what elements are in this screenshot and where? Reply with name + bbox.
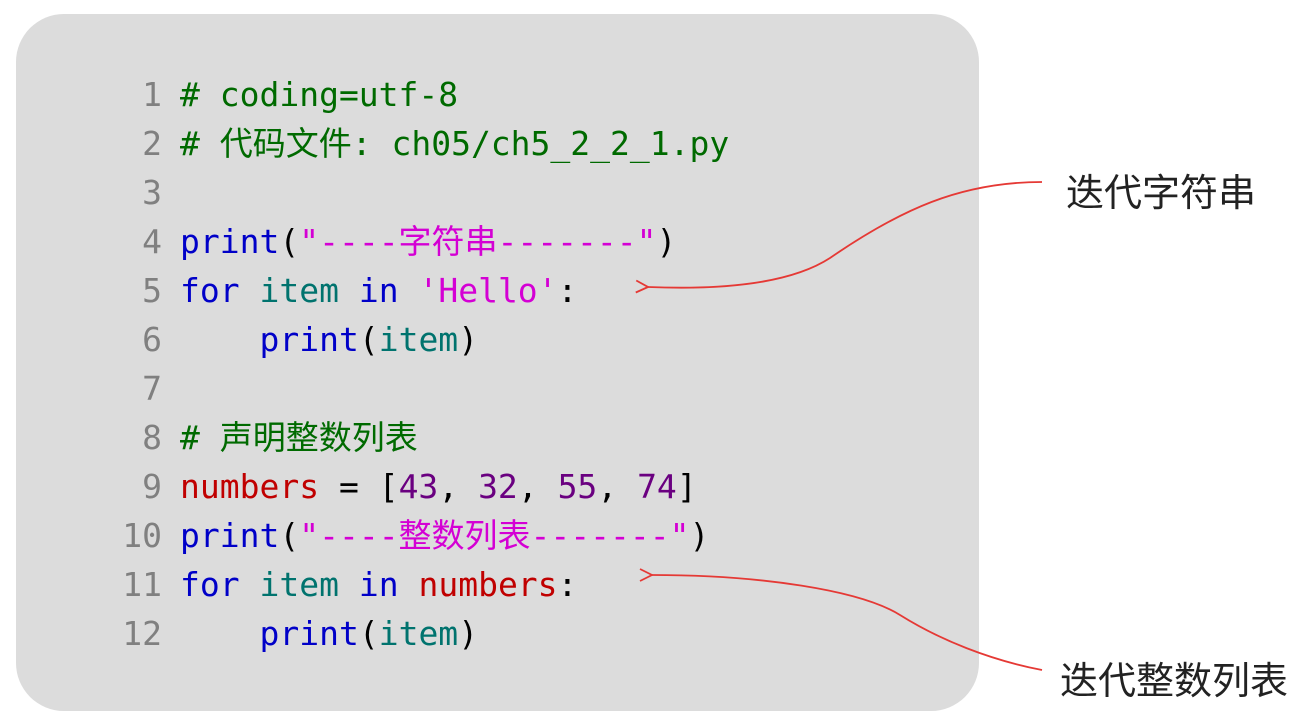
- line-number: 10: [122, 516, 162, 555]
- code-token: for: [180, 271, 240, 310]
- code-token: "----字符串-------": [299, 222, 657, 261]
- code-token: ): [689, 516, 710, 555]
- code-line: 2 # 代码文件: ch05/ch5_2_2_1.py: [16, 119, 979, 168]
- code-token: (: [358, 614, 379, 653]
- code-token: [339, 271, 359, 310]
- code-token: ]: [676, 467, 697, 506]
- line-source: print("----字符串-------"): [180, 217, 676, 266]
- code-token: 32: [478, 467, 518, 506]
- code-token: [240, 271, 260, 310]
- code-token: "----整数列表-------": [299, 516, 690, 555]
- code-token: (: [279, 222, 300, 261]
- code-token: = [: [319, 467, 399, 506]
- code-token: (: [279, 516, 300, 555]
- code-token: print: [180, 222, 280, 261]
- code-token: 43: [398, 467, 439, 506]
- code-token: [339, 565, 359, 604]
- line-source: print(item): [180, 315, 478, 364]
- line-number: 9: [142, 467, 162, 506]
- code-token: ): [458, 614, 479, 653]
- line-number: 4: [142, 222, 162, 261]
- code-token: item: [259, 565, 339, 604]
- line-number: 11: [122, 565, 162, 604]
- line-number: 12: [122, 614, 162, 653]
- code-panel: 1 # coding=utf-8 2 # 代码文件: ch05/ch5_2_2_1.p…: [16, 14, 979, 711]
- line-source: print(item): [180, 609, 478, 658]
- code-token: ): [656, 222, 677, 261]
- code-token: (: [358, 320, 379, 359]
- code-token: [180, 320, 259, 359]
- line-number: 8: [142, 418, 162, 457]
- code-token: numbers: [180, 467, 320, 506]
- code-token: 55: [557, 467, 598, 506]
- line-number: 3: [142, 173, 162, 212]
- line-number: 1: [142, 75, 162, 114]
- code-listing: 1 # coding=utf-8 2 # 代码文件: ch05/ch5_2_2_1.p…: [16, 70, 979, 658]
- line-number: 5: [142, 271, 162, 310]
- code-line: 6 print(item): [16, 315, 979, 364]
- line-source: # coding=utf-8: [180, 70, 458, 119]
- code-token: in: [358, 565, 399, 604]
- code-line: 9 numbers = [43, 32, 55, 74]: [16, 462, 979, 511]
- code-token: item: [378, 614, 459, 653]
- code-token: # 声明整数列表: [180, 418, 418, 457]
- code-token: in: [358, 271, 399, 310]
- code-line: 5 for item in 'Hello':: [16, 266, 979, 315]
- line-source: numbers = [43, 32, 55, 74]: [180, 462, 697, 511]
- code-token: [399, 565, 419, 604]
- code-token: ,: [438, 467, 479, 506]
- code-line: 11 for item in numbers:: [16, 560, 979, 609]
- code-line: 8 # 声明整数列表: [16, 413, 979, 462]
- line-number: 2: [142, 124, 162, 163]
- code-line: 3: [16, 168, 979, 217]
- line-source: for item in numbers:: [180, 560, 577, 609]
- code-line: 4 print("----字符串-------"): [16, 217, 979, 266]
- code-token: :: [557, 565, 578, 604]
- code-line: 1 # coding=utf-8: [16, 70, 979, 119]
- code-token: [399, 271, 419, 310]
- line-number: 6: [142, 320, 162, 359]
- code-token: print: [180, 516, 280, 555]
- callout-iterate-int-list: 迭代整数列表: [1060, 659, 1289, 703]
- code-token: print: [259, 614, 359, 653]
- line-source: # 代码文件: ch05/ch5_2_2_1.py: [180, 119, 729, 168]
- code-token: ,: [597, 467, 638, 506]
- line-number: 7: [142, 369, 162, 408]
- code-line: 12 print(item): [16, 609, 979, 658]
- code-token: print: [259, 320, 359, 359]
- code-token: item: [259, 271, 339, 310]
- code-token: # 代码文件: ch05/ch5_2_2_1.py: [180, 124, 730, 163]
- code-token: ): [458, 320, 479, 359]
- code-token: 'Hello': [418, 271, 558, 310]
- code-token: item: [378, 320, 459, 359]
- code-token: :: [557, 271, 578, 310]
- callout-iterate-string: 迭代字符串: [1066, 171, 1257, 215]
- code-token: [180, 614, 259, 653]
- code-token: # coding=utf-8: [180, 75, 459, 114]
- code-token: 74: [637, 467, 677, 506]
- code-token: numbers: [418, 565, 558, 604]
- line-source: # 声明整数列表: [180, 413, 418, 462]
- code-token: ,: [517, 467, 558, 506]
- line-source: print("----整数列表-------"): [180, 511, 709, 560]
- code-token: for: [180, 565, 240, 604]
- code-line: 7: [16, 364, 979, 413]
- code-token: [240, 565, 260, 604]
- line-source: for item in 'Hello':: [180, 266, 577, 315]
- code-line: 10 print("----整数列表-------"): [16, 511, 979, 560]
